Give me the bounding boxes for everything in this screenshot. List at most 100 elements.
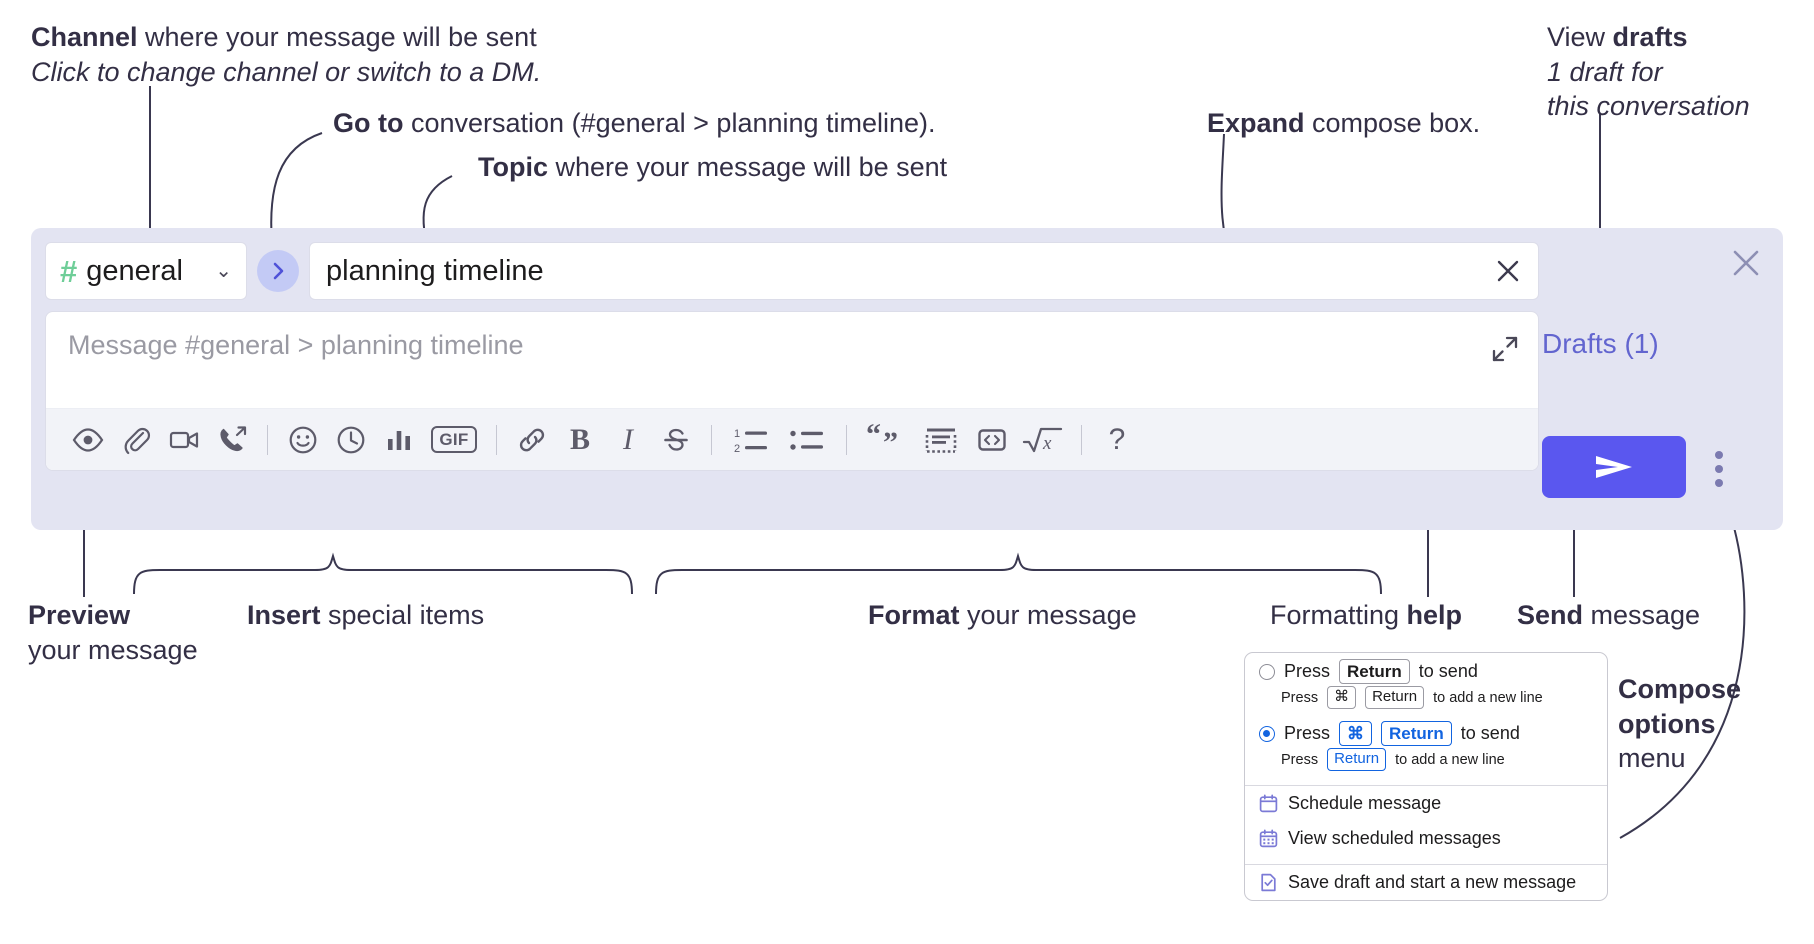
help-label: ? [1108, 422, 1126, 456]
code-block-icon[interactable] [914, 416, 968, 464]
topic-value: planning timeline [326, 254, 544, 287]
svg-text:2: 2 [734, 443, 740, 455]
poll-icon[interactable] [375, 416, 423, 464]
help-icon[interactable]: ? [1093, 416, 1141, 464]
kebab-dot [1715, 465, 1723, 473]
menu-option1-tail: to send [1418, 661, 1478, 682]
menu-radio-return-to-send[interactable]: Press Return to send [1245, 653, 1607, 685]
annotation-drafts-sub2: this conversation [1547, 91, 1750, 122]
annotation-preview: Preview your message [28, 598, 198, 667]
clock-icon[interactable] [327, 416, 375, 464]
menu-divider [1245, 785, 1607, 786]
annotation-formatting-help: Formatting help [1270, 598, 1462, 633]
annotation-channel-bold: Channel [31, 22, 138, 52]
menu-option1-sub-tail: to add a new line [1433, 689, 1543, 706]
channel-row: # general ⌄ planning timeline [45, 242, 1539, 300]
annotation-expand: Expand compose box. [1207, 106, 1480, 141]
menu-item-save-draft[interactable]: Save draft and start a new message [1245, 865, 1607, 900]
annotation-insert: Insert special items [247, 598, 484, 633]
annotation-channel-sub: Click to change channel or switch to a D… [31, 56, 542, 87]
menu-item-label: Schedule message [1288, 793, 1442, 813]
menu-option1-press: Press [1284, 661, 1331, 682]
video-icon[interactable] [160, 416, 208, 464]
annotation-preview-line2: your message [28, 634, 198, 665]
topic-input[interactable]: planning timeline [309, 242, 1539, 300]
kebab-dot [1715, 451, 1723, 459]
annotation-topic: Topic where your message will be sent [478, 150, 947, 185]
menu-option1-sub-press: Press [1281, 689, 1319, 706]
attachment-icon[interactable] [112, 416, 160, 464]
strikethrough-icon[interactable] [652, 416, 700, 464]
formatting-toolbar: GIF B I [46, 408, 1538, 470]
annotation-goto-rest: conversation (#general > planning timeli… [403, 108, 936, 138]
annotation-compose-bold2: options [1618, 708, 1716, 739]
annotation-channel-rest: where your message will be sent [137, 22, 537, 52]
compose-options-button[interactable] [1706, 440, 1732, 498]
annotation-channel: Channel where your message will be sent … [31, 20, 541, 89]
svg-text:1: 1 [734, 428, 740, 440]
menu-option2-sub-tail: to add a new line [1395, 751, 1505, 768]
send-paper-plane-icon [1596, 456, 1632, 478]
menu-item-label: Save draft and start a new message [1288, 872, 1577, 892]
chevron-down-icon: ⌄ [215, 260, 232, 282]
annotation-goto-bold: Go to [333, 108, 404, 138]
chevron-right-icon [273, 262, 284, 280]
blockquote-icon[interactable]: “ ” [858, 416, 914, 464]
annotation-help-lead: Formatting [1270, 600, 1407, 630]
close-icon[interactable] [1729, 246, 1763, 285]
expand-compose-icon[interactable] [1490, 334, 1520, 369]
menu-divider [1245, 864, 1607, 865]
menu-option2-sub-key: Return [1327, 748, 1387, 771]
emoji-icon[interactable] [279, 416, 327, 464]
preview-icon[interactable] [64, 416, 112, 464]
annotation-send-rest: message [1583, 600, 1701, 630]
bulleted-list-icon[interactable] [779, 416, 835, 464]
toolbar-separator [267, 424, 268, 455]
link-icon[interactable] [508, 416, 556, 464]
toolbar-separator [1081, 424, 1082, 455]
menu-option1-key: Return [1339, 659, 1410, 685]
annotation-topic-bold: Topic [478, 152, 548, 182]
menu-radio-cmd-return-to-send[interactable]: Press ⌘ Return to send [1245, 715, 1607, 747]
radio-unselected-icon[interactable] [1259, 663, 1275, 680]
kebab-dot [1715, 479, 1723, 487]
bold-icon[interactable]: B [556, 416, 604, 464]
math-icon[interactable]: x [1016, 416, 1070, 464]
svg-text:”: ” [883, 426, 898, 456]
toolbar-separator [496, 424, 497, 455]
gif-icon[interactable]: GIF [423, 416, 485, 464]
message-input[interactable]: Message #general > planning timeline [46, 312, 1538, 408]
channel-selector[interactable]: # general ⌄ [45, 242, 247, 300]
drafts-link[interactable]: Drafts (1) [1542, 328, 1659, 359]
annotation-format-bold: Format [868, 600, 960, 630]
menu-item-schedule-message[interactable]: Schedule message [1245, 786, 1607, 821]
svg-text:“: “ [866, 424, 881, 451]
inline-code-icon[interactable] [968, 416, 1016, 464]
annotation-preview-bold: Preview [28, 600, 131, 630]
annotation-expand-rest: compose box. [1304, 108, 1481, 138]
menu-option2-hint: Press Return to add a new line [1245, 746, 1607, 777]
message-placeholder: Message #general > planning timeline [68, 330, 524, 360]
annotation-send-bold: Send [1517, 600, 1584, 630]
toolbar-separator [711, 424, 712, 455]
menu-option2-sub-press: Press [1281, 751, 1319, 768]
radio-selected-icon[interactable] [1259, 725, 1275, 742]
menu-item-view-scheduled-messages[interactable]: View scheduled messages [1245, 821, 1607, 856]
save-draft-icon [1261, 873, 1276, 892]
svg-text:x: x [1042, 433, 1052, 454]
gif-label: GIF [431, 426, 477, 453]
annotation-drafts-sub1: 1 draft for [1547, 56, 1663, 87]
menu-option1-sub-key1: ⌘ [1327, 686, 1357, 709]
annotation-expand-bold: Expand [1207, 108, 1305, 138]
annotation-compose-rest: menu [1618, 743, 1686, 774]
send-button[interactable] [1542, 436, 1686, 498]
ordered-list-icon[interactable]: 1 2 [723, 416, 779, 464]
annotation-compose-options: Compose options menu [1618, 672, 1741, 776]
goto-conversation-button[interactable] [257, 250, 299, 292]
annotation-drafts-bold: drafts [1612, 22, 1688, 52]
italic-icon[interactable]: I [604, 416, 652, 464]
annotation-help-bold: help [1406, 600, 1463, 630]
menu-option2-key1: ⌘ [1339, 721, 1373, 747]
audio-call-icon[interactable] [208, 416, 256, 464]
clear-topic-icon[interactable] [1492, 255, 1524, 287]
